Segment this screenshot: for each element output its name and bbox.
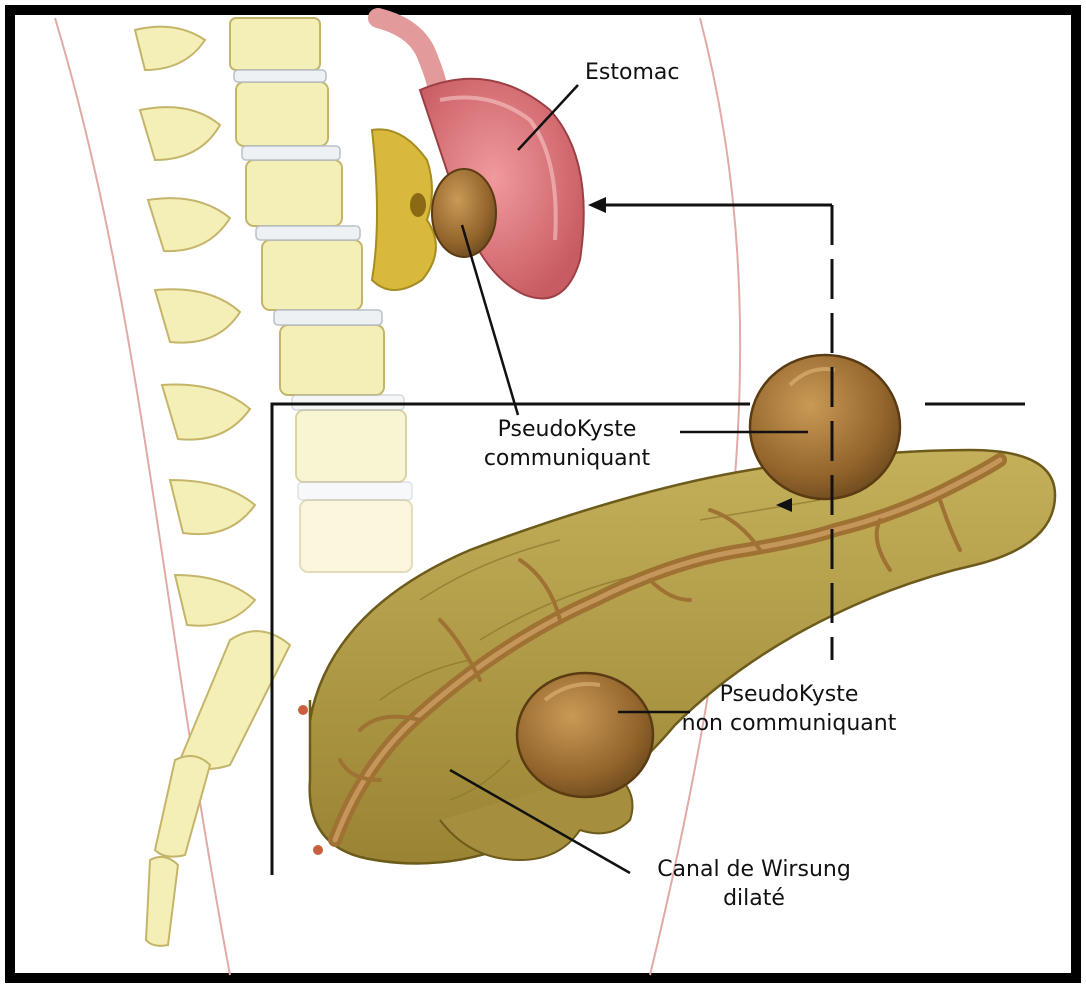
label-noncommunicating-line2: non communiquant xyxy=(656,709,922,738)
label-wirsung-line1: Canal de Wirsung xyxy=(612,855,896,884)
label-wirsung-duct: Canal de Wirsung dilaté xyxy=(612,855,896,913)
label-noncommunicating-line1: PseudoKyste xyxy=(656,680,922,709)
label-wirsung-line2: dilaté xyxy=(612,884,896,913)
non-communicating-cyst xyxy=(517,673,653,797)
label-communicating-line1: PseudoKyste xyxy=(462,415,672,444)
label-communicating-line2: communiquant xyxy=(462,444,672,473)
label-non-communicating-pseudocyst: PseudoKyste non communiquant xyxy=(656,680,922,738)
label-communicating-pseudocyst: PseudoKyste communiquant xyxy=(462,415,672,473)
label-stomach-text: Estomac xyxy=(585,58,679,87)
small-communicating-cyst xyxy=(432,169,496,257)
large-communicating-cyst xyxy=(750,355,900,499)
label-stomach: Estomac xyxy=(585,58,679,87)
